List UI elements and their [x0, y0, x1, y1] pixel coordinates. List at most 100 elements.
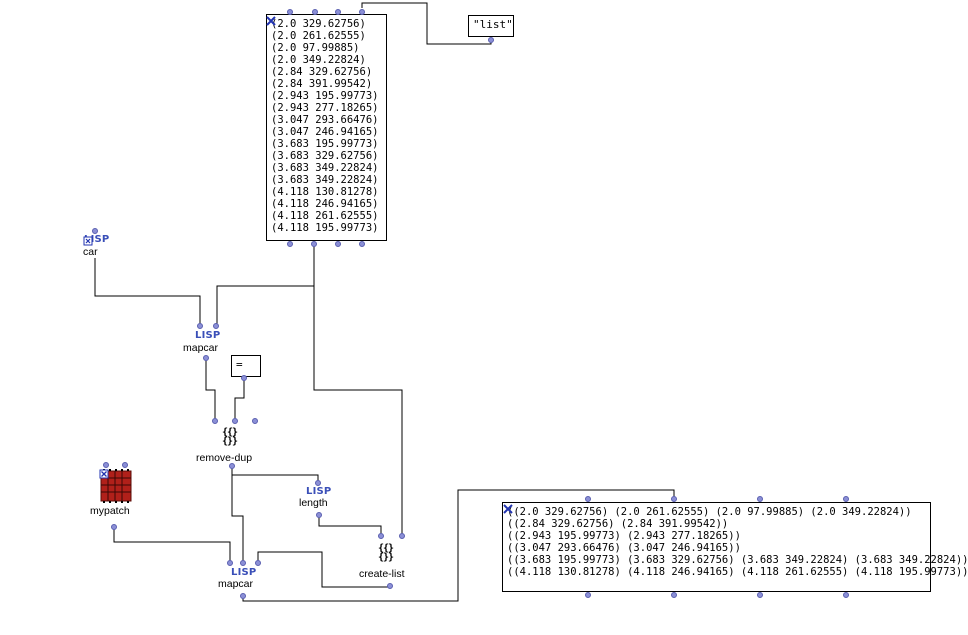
wire-list-to-mapcar [216, 245, 315, 326]
wire-equal-to-removedup [234, 377, 245, 420]
result-outlet-4[interactable] [843, 592, 849, 598]
close-icon[interactable] [266, 16, 276, 26]
list-outlet-1[interactable] [287, 241, 293, 247]
removedup-label: remove-dup [196, 452, 253, 464]
mapcar-top-inlet-1[interactable] [197, 323, 203, 329]
list-inlet-1[interactable] [287, 9, 293, 15]
mypatch-inlet-1[interactable] [103, 462, 109, 468]
createlist-braces-icon[interactable]: {{}{}} [378, 543, 394, 563]
wire-mapcar-to-result [242, 489, 675, 602]
wire-car-to-mapcar [94, 258, 201, 326]
mypatch-outlet[interactable] [111, 524, 117, 530]
removedup-inlet-3[interactable] [252, 418, 258, 424]
list-data-line: (2.84 391.99542) [271, 78, 373, 90]
mapcar-top-inlet-2[interactable] [213, 323, 219, 329]
length-inlet[interactable] [315, 480, 321, 486]
list-data-line: (2.0 329.62756) [271, 18, 366, 30]
list-outlet-2[interactable] [311, 241, 317, 247]
result-box[interactable]: ((2.0 329.62756) (2.0 261.62555) (2.0 97… [502, 502, 968, 592]
list-data-line: (3.683 195.99773) [271, 138, 379, 150]
list-inlet-2[interactable] [312, 9, 318, 15]
wire-removedup-to-length [231, 465, 319, 485]
equal-value-box[interactable]: = [231, 355, 261, 377]
result-line: ((2.84 329.62756) (2.84 391.99542)) [507, 518, 729, 530]
list-data-line: (2.0 349.22824) [271, 54, 366, 66]
list-data-line: (4.118 261.62555) [271, 210, 379, 222]
wire-createlist-to-mapcar [257, 551, 390, 588]
result-outlet-1[interactable] [585, 592, 591, 598]
list-data-line: (3.047 246.94165) [271, 126, 379, 138]
list-data-line: (3.683 349.22824) [271, 174, 379, 186]
list-data-line: (3.683 349.22824) [271, 162, 379, 174]
mapcar-bottom-inlet-2[interactable] [240, 560, 246, 566]
car-help-icon [83, 236, 93, 246]
mapcar-bottom-label: mapcar [218, 578, 254, 590]
wire-list-to-createlist [313, 286, 403, 536]
list-data-box[interactable]: (2.0 329.62756)(2.0 261.62555)(2.0 97.99… [266, 14, 387, 241]
wire-list-to-listvalue [361, 2, 492, 45]
list-inlet-3[interactable] [335, 9, 341, 15]
list-data-lines: (2.0 329.62756)(2.0 261.62555)(2.0 97.99… [271, 18, 378, 234]
mypatch-patch-icon[interactable] [99, 469, 133, 503]
result-line: ((3.683 195.99773) (3.683 329.62756) (3.… [507, 554, 968, 566]
car-lisp-icon[interactable]: LISP [84, 234, 110, 245]
createlist-inlet-2[interactable] [399, 533, 405, 539]
car-inlet[interactable] [92, 228, 98, 234]
list-data-line: (4.118 246.94165) [271, 198, 379, 210]
list-type-value-box[interactable]: "list" [468, 15, 514, 37]
result-inlet-2[interactable] [671, 496, 677, 502]
list-data-line: (3.683 329.62756) [271, 150, 379, 162]
mapcar-bottom-inlet-3[interactable] [255, 560, 261, 566]
wire-mypatch-to-mapcar [113, 528, 231, 562]
removedup-inlet-1[interactable] [212, 418, 218, 424]
list-outlet-4[interactable] [359, 241, 365, 247]
length-lisp-icon[interactable]: LISP [306, 486, 332, 497]
createlist-inlet-1[interactable] [378, 533, 384, 539]
list-outlet-3[interactable] [335, 241, 341, 247]
removedup-outlet[interactable] [229, 463, 235, 469]
mapcar-bottom-lisp-icon[interactable]: LISP [231, 567, 257, 578]
mypatch-label: mypatch [90, 505, 130, 517]
result-line: ((3.047 293.66476) (3.047 246.94165)) [507, 542, 741, 554]
mypatch-inlet-2[interactable] [122, 462, 128, 468]
list-type-outlet[interactable] [488, 37, 494, 43]
result-line: ((4.118 130.81278) (4.118 246.94165) (4.… [507, 566, 968, 578]
wire-removedup-to-mapcar [231, 475, 244, 562]
list-data-line: (2.0 261.62555) [271, 30, 366, 42]
list-data-line: (4.118 130.81278) [271, 186, 379, 198]
list-data-line: (2.84 329.62756) [271, 66, 373, 78]
list-data-line: (4.118 195.99773) [271, 222, 379, 234]
removedup-inlet-2[interactable] [232, 418, 238, 424]
result-inlet-1[interactable] [585, 496, 591, 502]
list-data-line: (2.0 97.99885) [271, 42, 360, 54]
list-data-line: (3.047 293.66476) [271, 114, 379, 126]
result-line: ((2.943 195.99773) (2.943 277.18265)) [507, 530, 741, 542]
result-inlet-4[interactable] [843, 496, 849, 502]
result-close-icon[interactable] [503, 504, 513, 514]
mapcar-top-lisp-icon[interactable]: LISP [195, 330, 221, 341]
equal-outlet[interactable] [241, 375, 247, 381]
result-outlet-2[interactable] [671, 592, 677, 598]
result-outlet-3[interactable] [757, 592, 763, 598]
createlist-label: create-list [359, 568, 405, 580]
result-line: ((2.0 329.62756) (2.0 261.62555) (2.0 97… [507, 506, 912, 518]
list-type-value: "list" [473, 18, 513, 31]
removedup-braces-icon[interactable]: {{}{}} [222, 427, 238, 447]
mapcar-top-outlet[interactable] [203, 355, 209, 361]
car-label: car [83, 246, 98, 258]
createlist-outlet[interactable] [387, 583, 393, 589]
length-label: length [299, 497, 328, 509]
length-outlet[interactable] [316, 512, 322, 518]
mapcar-bottom-outlet[interactable] [240, 593, 246, 599]
equal-value: = [236, 358, 243, 371]
result-lines: ((2.0 329.62756) (2.0 261.62555) (2.0 97… [507, 506, 968, 578]
list-inlet-4[interactable] [359, 9, 365, 15]
list-data-line: (2.943 277.18265) [271, 102, 379, 114]
wire-mapcar-to-removedup [205, 357, 216, 420]
result-inlet-3[interactable] [757, 496, 763, 502]
mapcar-bottom-inlet-1[interactable] [227, 560, 233, 566]
list-data-line: (2.943 195.99773) [271, 90, 379, 102]
wire-length-to-createlist [318, 516, 382, 536]
mapcar-top-label: mapcar [183, 342, 219, 354]
